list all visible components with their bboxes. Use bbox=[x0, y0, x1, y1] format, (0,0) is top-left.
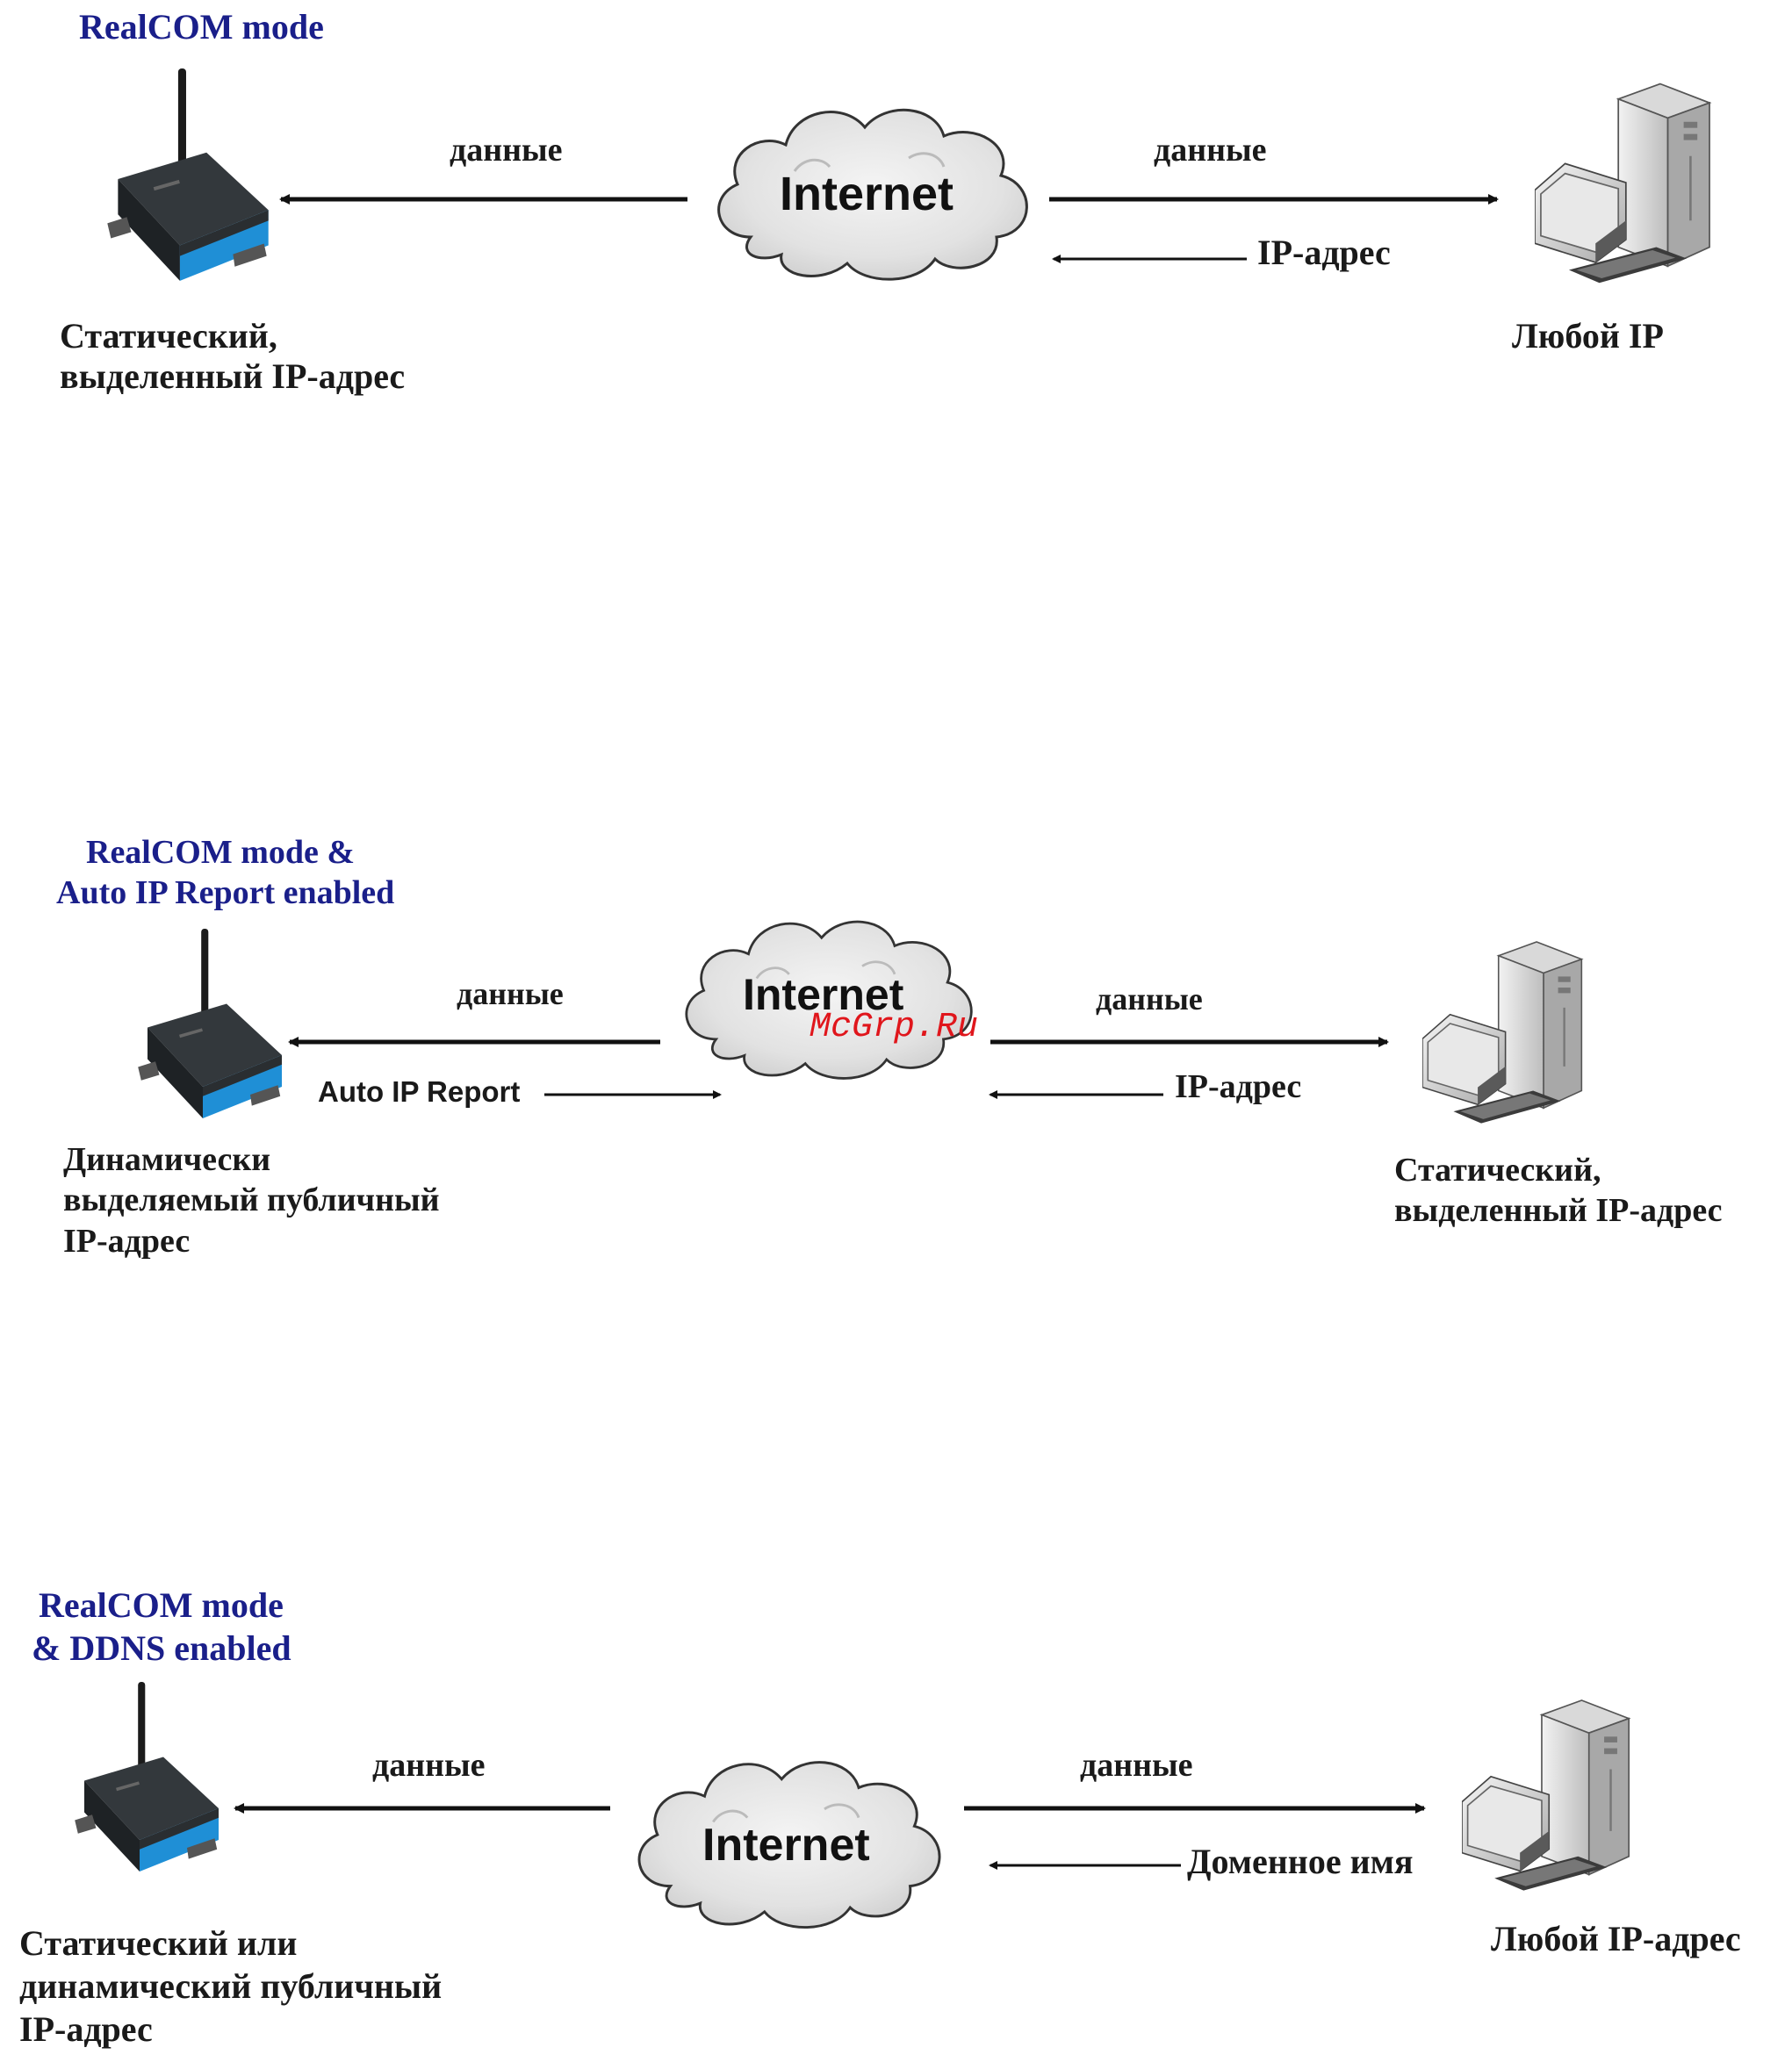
caption-line: выделенный IP-адрес bbox=[60, 356, 406, 396]
mode-title-line: RealCOM mode bbox=[79, 7, 324, 47]
device-caption-2: Динамически выделяемый публичный IP-адре… bbox=[63, 1139, 440, 1261]
right-arrow-label-2: данные bbox=[1096, 981, 1203, 1017]
left-arrow-label-3: данные bbox=[372, 1747, 486, 1784]
computer-icon bbox=[1535, 77, 1732, 288]
serial-device-server-icon bbox=[97, 68, 281, 298]
return-arrow-label-1: IP-адрес bbox=[1257, 233, 1391, 272]
pc-caption-3: Любой IP-адрес bbox=[1491, 1919, 1741, 1959]
return-arrow-label-2: IP-адрес bbox=[1175, 1068, 1302, 1105]
mode-title-line: RealCOM mode bbox=[39, 1585, 284, 1625]
left-arrow-label-2: данные bbox=[457, 976, 564, 1011]
caption-line: Статический, bbox=[60, 316, 277, 356]
caption-line: IP-адрес bbox=[19, 2008, 153, 2049]
left-arrow-label-1: данные bbox=[450, 132, 563, 169]
device-caption-3: Статический или динамический публичный I… bbox=[19, 1922, 442, 2051]
internet-label-2: Internet bbox=[743, 970, 904, 1019]
mode-title-2: RealCOM mode & Auto IP Report enabled bbox=[56, 832, 394, 914]
computer-icon bbox=[1422, 929, 1602, 1135]
caption-line: Динамически bbox=[63, 1141, 271, 1178]
serial-device-server-icon bbox=[68, 1675, 227, 1894]
caption-line: Статический, bbox=[1394, 1152, 1601, 1189]
caption-line: Любой IP bbox=[1512, 316, 1664, 356]
pc-caption-1: Любой IP bbox=[1512, 316, 1664, 356]
caption-line: выделяемый публичный bbox=[63, 1182, 440, 1219]
mode-title-line: Auto IP Report enabled bbox=[56, 874, 395, 912]
mode-title-line: & DDNS enabled bbox=[32, 1627, 291, 1668]
caption-line: Статический или bbox=[19, 1923, 298, 1963]
caption-line: выделенный IP-адрес bbox=[1394, 1192, 1723, 1230]
caption-line: Любой IP-адрес bbox=[1491, 1919, 1741, 1958]
watermark: McGrp.Ru bbox=[810, 1008, 979, 1047]
computer-icon bbox=[1462, 1687, 1651, 1902]
mode-title-1: RealCOM mode bbox=[79, 7, 324, 47]
internet-label-1: Internet bbox=[780, 168, 954, 220]
right-arrow-label-1: данные bbox=[1154, 132, 1267, 169]
mode-title-3: RealCOM mode & DDNS enabled bbox=[32, 1584, 291, 1670]
right-arrow-label-3: данные bbox=[1080, 1747, 1193, 1784]
caption-line: IP-адрес bbox=[63, 1222, 191, 1260]
mode-title-line: RealCOM mode & bbox=[86, 834, 356, 871]
internet-label-3: Internet bbox=[702, 1820, 870, 1871]
pc-caption-2: Статический, выделенный IP-адрес bbox=[1394, 1150, 1723, 1232]
serial-device-server-icon bbox=[132, 922, 290, 1141]
device-caption-1: Статический, выделенный IP-адрес bbox=[60, 316, 405, 397]
report-arrow-label-2: Auto IP Report bbox=[318, 1075, 521, 1108]
return-arrow-label-3: Доменное имя bbox=[1187, 1842, 1414, 1881]
caption-line: динамический публичный bbox=[19, 1965, 443, 2006]
